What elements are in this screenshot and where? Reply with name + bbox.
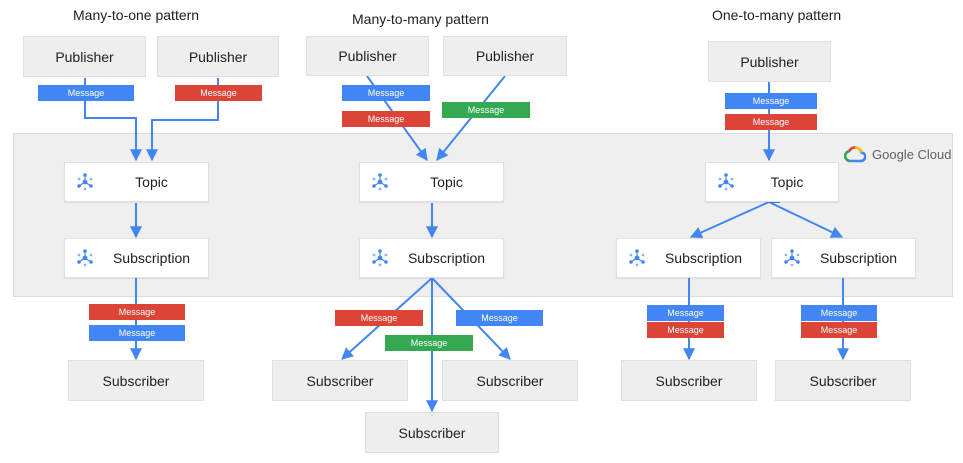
subscription-label: Subscription <box>664 250 743 266</box>
subscriber-box: Subscriber <box>68 360 204 401</box>
message-tag: Message <box>89 304 185 320</box>
topic-box: Topic <box>705 162 839 202</box>
subscriber-box: Subscriber <box>272 360 408 401</box>
pubsub-icon <box>77 249 93 267</box>
message-tag: Message <box>647 305 724 321</box>
subscriber-label: Subscriber <box>398 424 466 441</box>
publisher-box: Publisher <box>23 36 146 77</box>
topic-box: Topic <box>64 162 209 202</box>
google-cloud-label: Google Cloud <box>872 146 952 162</box>
message-tag: Message <box>175 85 262 101</box>
subscriber-label: Subscriber <box>306 372 374 389</box>
topic-box: Topic <box>359 162 504 202</box>
message-tag: Message <box>647 322 724 338</box>
publisher-box: Publisher <box>157 36 279 77</box>
pubsub-icon <box>718 173 734 191</box>
subscription-label: Subscription <box>407 250 486 266</box>
subscriber-label: Subscriber <box>655 372 723 389</box>
publisher-box: Publisher <box>443 36 567 76</box>
google-cloud-icon <box>844 146 866 163</box>
message-tag: Message <box>335 310 423 326</box>
arrow <box>436 75 506 161</box>
pubsub-icon <box>784 249 800 267</box>
subscription-box: Subscription <box>359 238 504 278</box>
title-many-to-many: Many-to-many pattern <box>352 11 489 27</box>
subscriber-box: Subscriber <box>775 360 911 401</box>
subscriber-label: Subscriber <box>102 372 170 389</box>
subscription-box: Subscription <box>64 238 209 278</box>
subscription-box: Subscription <box>616 238 761 278</box>
title-many-to-one: Many-to-one pattern <box>73 7 200 23</box>
topic-label: Topic <box>770 174 804 190</box>
subscriber-box: Subscriber <box>365 412 499 453</box>
subscriber-label: Subscriber <box>809 372 877 389</box>
arrow <box>768 201 844 238</box>
subscriber-label: Subscriber <box>476 372 544 389</box>
publisher-label: Publisher <box>475 48 535 64</box>
message-tag: Message <box>342 85 430 101</box>
message-tag: Message <box>801 322 877 338</box>
subscription-label: Subscription <box>112 250 191 266</box>
message-tag: Message <box>385 335 473 351</box>
message-tag: Message <box>442 102 530 118</box>
message-tag: Message <box>456 310 543 326</box>
message-tag: Message <box>725 114 817 130</box>
publisher-label: Publisher <box>188 48 248 65</box>
arrow <box>689 201 770 239</box>
title-one-to-many: One-to-many pattern <box>712 7 842 23</box>
pubsub-icon <box>372 173 388 191</box>
message-tag: Message <box>725 93 817 109</box>
publisher-label: Publisher <box>740 53 799 70</box>
pubsub-icon <box>77 173 93 191</box>
publisher-box: Publisher <box>708 41 831 82</box>
publisher-box: Publisher <box>306 36 429 76</box>
subscriber-box: Subscriber <box>442 360 578 401</box>
publisher-label: Publisher <box>338 48 397 64</box>
pubsub-icon <box>629 249 645 267</box>
subscription-label: Subscription <box>819 250 898 266</box>
subscription-box: Subscription <box>771 238 916 278</box>
google-cloud-logo: Google Cloud <box>844 145 952 163</box>
pubsub-icon <box>372 249 388 267</box>
publisher-label: Publisher <box>55 48 114 65</box>
message-tag: Message <box>38 85 134 101</box>
message-tag: Message <box>342 111 430 127</box>
subscriber-box: Subscriber <box>621 360 757 401</box>
message-tag: Message <box>801 305 877 321</box>
topic-label: Topic <box>135 174 168 190</box>
topic-label: Topic <box>430 174 463 190</box>
message-tag: Message <box>89 325 185 341</box>
